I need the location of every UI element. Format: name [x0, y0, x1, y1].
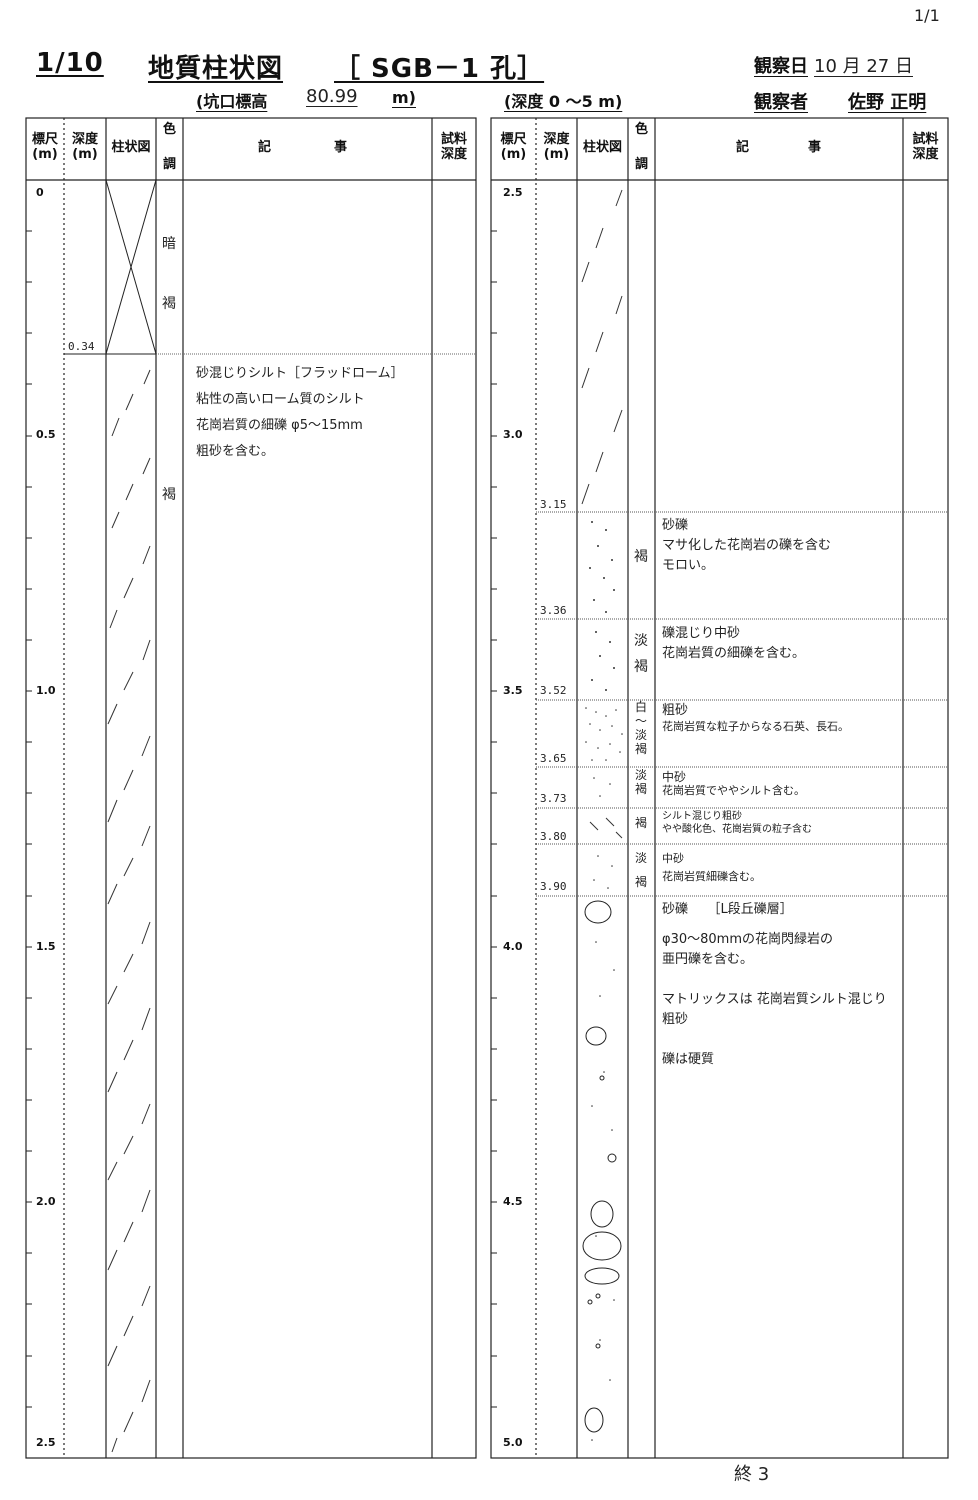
- elevation-unit: m): [392, 88, 416, 107]
- left-tick-label: 1.5: [36, 940, 56, 953]
- layer-depth: 3.73: [540, 792, 567, 805]
- layer-color: 白～淡褐: [634, 700, 647, 756]
- layer-notes: 粗砂 花崗岩質な粒子からなる石英、長石。: [662, 703, 849, 733]
- depth-range: (深度 0 ～5 m): [504, 92, 623, 111]
- right-header-notes-b: 事: [808, 140, 822, 155]
- left-header-notes-a: 記: [258, 140, 272, 155]
- left-header-color: 色調: [162, 122, 176, 172]
- hole-id: ［ SGB－1 孔］: [334, 54, 545, 84]
- right-column-hatching: [581, 189, 623, 505]
- layer-notes: 中砂 花崗岩質でややシルト含む。: [662, 770, 805, 797]
- right-header-notes-a: 記: [736, 140, 750, 155]
- left-column-hatching: [107, 369, 151, 1453]
- layer-depth: 0.34: [68, 340, 95, 353]
- left-tick-label: 0: [36, 186, 44, 199]
- left-panel-frame: [25, 117, 477, 1459]
- layer-depth: 3.80: [540, 830, 567, 843]
- right-layer-boundaries: [536, 511, 948, 897]
- left-tick-label: 2.5: [36, 1436, 56, 1449]
- layer-depth: 3.15: [540, 498, 567, 511]
- document-title: 地質柱状図: [148, 54, 284, 84]
- layer-notes: 中砂 花崗岩質細礫含む。: [662, 852, 761, 883]
- right-tick-label: 5.0: [503, 1436, 523, 1449]
- layer-notes: 礫混じり中砂 花崗岩質の細礫を含む。: [662, 626, 806, 661]
- right-header-depth: 深度(m): [543, 132, 570, 162]
- observation-date-value: 10 月 27 日: [814, 56, 913, 77]
- elevation-value: 80.99: [306, 86, 358, 107]
- right-scale-ticks: [491, 230, 497, 1408]
- left-scale-ticks: [26, 230, 32, 1408]
- layer-color: 褐: [634, 816, 647, 830]
- left-topsoil-cross: [105, 179, 157, 355]
- right-panel-frame: [490, 117, 949, 1459]
- layer-color: 淡褐: [634, 851, 647, 889]
- layer-depth: 3.36: [540, 604, 567, 617]
- layer-notes: シルト混じり粗砂 やや酸化色、花崗岩質の粒子含む: [662, 811, 812, 835]
- layer-depth: 3.65: [540, 752, 567, 765]
- right-tick-label: 3.0: [503, 428, 523, 441]
- layer-depth: 3.52: [540, 684, 567, 697]
- layer-color: 暗褐: [162, 236, 176, 312]
- layer-depth: 3.90: [540, 880, 567, 893]
- right-header-scale: 標尺(m): [500, 132, 527, 162]
- right-tick-label: 4.5: [503, 1195, 523, 1208]
- right-tick-label: 4.0: [503, 940, 523, 953]
- layer-color: 淡褐: [634, 768, 647, 796]
- left-header-sample: 試料深度: [440, 132, 467, 162]
- right-column-sand-dots: [585, 521, 623, 1441]
- layer-notes: 砂礫 ［L段丘礫層］ φ30～80mmの花崗閃緑岩の 亜円礫を含む。 マトリック…: [662, 902, 887, 1067]
- observation-date-label: 観察日: [754, 56, 808, 77]
- right-header-color: 色調: [634, 122, 648, 172]
- layer-notes: 砂礫 マサ化した花崗岩の礫を含む モロい。: [662, 518, 832, 573]
- left-header-column: 柱状図: [111, 140, 151, 155]
- scale-label: 1/10: [36, 48, 104, 78]
- layer-color: 淡褐: [634, 633, 648, 675]
- left-header-scale: 標尺(m): [31, 132, 58, 162]
- elevation-label: (坑口標高: [196, 92, 268, 111]
- right-tick-label: 3.5: [503, 684, 523, 697]
- left-tick-label: 2.0: [36, 1195, 56, 1208]
- observer-name: 佐野 正明: [848, 92, 927, 113]
- layer-color: 褐: [634, 549, 648, 565]
- right-column-gravel: [582, 900, 622, 1433]
- observer-label: 観察者: [754, 92, 808, 113]
- right-header-sample: 試料深度: [912, 132, 939, 162]
- left-tick-label: 1.0: [36, 684, 56, 697]
- right-column-silt-marks: [589, 817, 623, 839]
- page-number: 1/1: [914, 6, 940, 25]
- left-header-depth: 深度(m): [71, 132, 98, 162]
- left-tick-label: 0.5: [36, 428, 56, 441]
- right-tick-label: 2.5: [503, 186, 523, 199]
- left-header-notes-b: 事: [334, 140, 348, 155]
- layer-color: 褐: [162, 487, 176, 503]
- layer-notes: 砂混じりシルト［フラッドローム］ 粘性の高いローム質のシルト 花崗岩質の細礫 φ…: [196, 366, 404, 459]
- footer-end-mark: 終 3: [734, 1464, 770, 1485]
- right-header-column: 柱状図: [582, 140, 622, 155]
